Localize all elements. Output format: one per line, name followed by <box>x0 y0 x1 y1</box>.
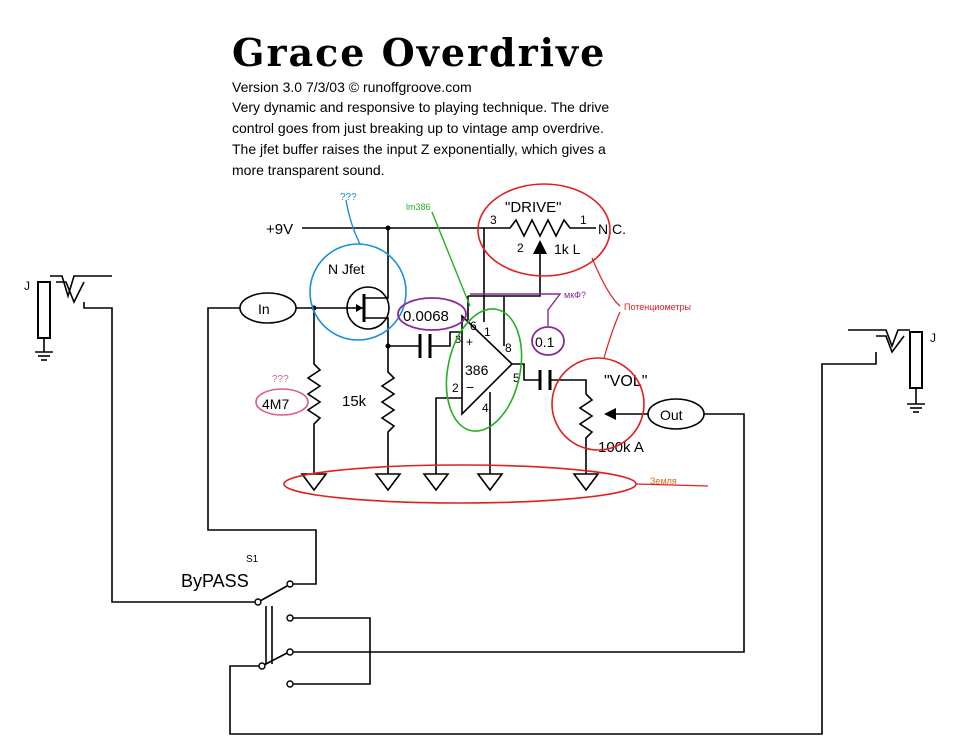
annotation-cap-0068 <box>397 297 467 331</box>
output-jack-label: J <box>930 331 936 345</box>
volume-potentiometer <box>578 393 648 474</box>
jfet-note: ??? <box>340 192 357 203</box>
ic-pin-6: 6 <box>470 319 477 333</box>
annotation-4m7 <box>255 388 309 416</box>
ic-pin-1: 1 <box>484 325 491 339</box>
resistor-15k <box>380 346 396 474</box>
annotation-jfet <box>309 199 407 341</box>
resistor-15k-label: 15k <box>342 393 367 410</box>
drive-pot-value: 1k L <box>554 241 581 257</box>
annotation-ground <box>283 464 709 504</box>
drive-pot-pin3: 3 <box>490 213 497 227</box>
bypass-switch <box>254 580 371 688</box>
input-node <box>207 292 317 585</box>
ic-pin-3: 3 <box>455 334 461 346</box>
resistor-4m7-label: 4M7 <box>262 396 289 412</box>
capacitor-0068 <box>418 331 462 358</box>
annotation-lm386 <box>431 211 523 432</box>
vol-pot-name: "VOL" <box>604 373 647 390</box>
drive-potentiometer <box>468 218 596 346</box>
capacitor-01 <box>538 370 587 394</box>
capacitor-01-label: 0.1 <box>535 334 555 350</box>
ic-pin-8: 8 <box>505 341 512 355</box>
description-line-2: control goes from just breaking up to vi… <box>232 120 604 136</box>
switch-label: ByPASS <box>181 571 249 591</box>
resistor-4m7 <box>306 308 322 474</box>
input-label: In <box>258 301 270 317</box>
input-jack <box>35 275 258 603</box>
ic-label: 386 <box>465 362 489 378</box>
input-jack-label: J <box>24 279 30 293</box>
ic-pin-5: 5 <box>513 371 520 385</box>
drive-pot-pin2: 2 <box>517 241 524 255</box>
jfet-transistor <box>346 228 390 346</box>
ic-pin-2: 2 <box>452 381 459 395</box>
annotation-cap-01 <box>470 293 565 356</box>
drive-pot-name: "DRIVE" <box>505 199 562 216</box>
svg-text:−: − <box>466 379 474 395</box>
ic-pin-4: 4 <box>482 401 489 415</box>
resistor-note: ??? <box>272 374 289 385</box>
page-title: Grace Overdrive <box>232 30 606 75</box>
capacitor-0068-label: 0.0068 <box>403 308 449 325</box>
annotation-pots <box>477 183 645 451</box>
output-jack <box>229 329 925 735</box>
description-line-1: Very dynamic and responsive to playing t… <box>232 99 609 115</box>
description-line-4: more transparent sound. <box>232 162 385 178</box>
pots-note: Потенциометры <box>624 302 691 312</box>
svg-text:+: + <box>466 335 473 349</box>
supply-label: +9V <box>266 221 293 238</box>
ic-note: lm386 <box>406 202 431 212</box>
output-label: Out <box>660 407 683 423</box>
ground-note: Земля <box>650 476 677 486</box>
vol-pot-value: 100k A <box>598 439 644 456</box>
description-line-3: The jfet buffer raises the input Z expon… <box>232 141 606 157</box>
switch-ref: S1 <box>246 554 259 565</box>
lm386-ic: + − <box>435 296 540 474</box>
cap-note: мкФ? <box>564 290 586 300</box>
drive-pot-nc: N.C. <box>598 221 626 237</box>
drive-pot-pin1: 1 <box>580 213 587 227</box>
ground-symbols <box>300 473 600 492</box>
jfet-label: N Jfet <box>328 261 365 277</box>
version-line: Version 3.0 7/3/03 © runoffgroove.com <box>232 79 472 95</box>
